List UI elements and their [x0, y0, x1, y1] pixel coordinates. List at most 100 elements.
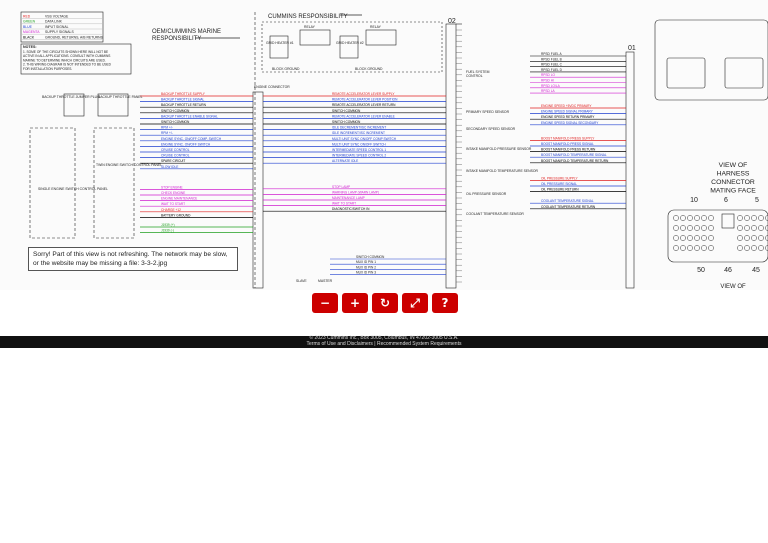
cummins-label: CUMMINS RESPONSIBILITY [268, 14, 348, 20]
footer: © 2023 Cummins Inc., Box 3005, Columbus,… [0, 335, 768, 348]
left-signal-label: BACKUP THROTTLE RETURN [161, 103, 207, 107]
mid-signal-label: REMOTE ACCELERATOR LEVER POSITION [332, 98, 398, 102]
connector-pin [701, 225, 707, 231]
mid-signal-label: INTERMEDIATE SPEED CONTROL 2 [332, 154, 386, 158]
fullscreen-button[interactable]: ⤢ [402, 293, 428, 313]
pin-number: 10 [690, 197, 698, 204]
connector-pin [680, 245, 686, 251]
connector-pin [708, 215, 714, 221]
connector-01-label: 01 [628, 45, 636, 52]
left-signal-label: BACKUP THROTTLE ENABLE SIGNAL [161, 114, 218, 118]
right-signal-label: BOOST MANIFOLD TEMPERATURE SIGNAL [541, 153, 607, 157]
mid-signal-label: MULTI UNIT SYNC ON/OFF SWITCH [332, 142, 386, 146]
right-signal-label: ENGINE SPEED SIGNAL PRIMARY [541, 110, 594, 114]
pin-number: 5 [755, 197, 759, 204]
connector-pin [765, 215, 768, 221]
heater-label: RELAY [370, 25, 382, 29]
fuel-signal-label: RPSD FUEL A [541, 52, 562, 56]
mid-signal-label: ALTERNATE IDLE [332, 159, 358, 163]
left-signal-label: BATTERY GROUND [161, 213, 191, 217]
relay-2 [365, 29, 397, 46]
mid-signal-label: DIAGNOSTIC/SWITCH IN [332, 207, 370, 211]
right-signal-label: BOOST MANIFOLD PRESS SUPPLY [541, 136, 595, 140]
left-signal-label: BACKUP THROTTLE SUPPLY [161, 92, 206, 96]
connector-pin [765, 245, 768, 251]
connector-02-label: 02 [448, 18, 456, 25]
fuel-signal-label: RPSD HI [541, 79, 554, 83]
left-signal-label: ENGINE SYNC. ON/OFF COMP. SWITCH [161, 137, 222, 141]
legend-code: BLACK [23, 35, 35, 39]
legend-desc: SUPPLY SIGNALS [45, 30, 74, 34]
requirements-link[interactable]: Recommended System Requirements [377, 340, 462, 347]
connector-pin [737, 215, 743, 221]
mid-signal-label: REMOTE ACCELERATOR LEVER ENABLE [332, 114, 395, 118]
right-signal-label: BOOST MANIFOLD PRESS RETURN [541, 148, 596, 152]
connector-pin [758, 215, 764, 221]
relay-1 [299, 29, 331, 46]
ecm-outline [654, 19, 768, 101]
switch-common-label: SWITCH COMMON [356, 255, 385, 259]
mid-signal-label: INTERMEDIATE SPEED CONTROL 1 [332, 148, 386, 152]
reset-view-button[interactable]: ↻ [372, 293, 398, 313]
fuel-signal-label: RPSD FUEL B [541, 57, 562, 61]
zoom-in-button[interactable]: + [342, 293, 368, 313]
left-signal-label: CHECK ENGINE [161, 191, 185, 195]
notes-line: 1. SOME OF THE CIRCUITS SHOWN HERE WILL … [23, 50, 108, 54]
connector-pin [701, 245, 707, 251]
fuel-signal-label: RPSD FUEL C [541, 63, 563, 67]
help-button[interactable]: ? [432, 293, 458, 313]
error-message: Sorry! Part of this view is not refreshi… [28, 247, 238, 271]
connector-pin [680, 225, 686, 231]
heater-label: BLOCK GROUND [355, 67, 383, 71]
heater-label: GRID HEATER #1 [266, 41, 294, 45]
panel-label: ENGINE CONNECTOR [254, 85, 290, 89]
heater-label: GRID HEATER #2 [336, 41, 364, 45]
connector-pin [673, 225, 679, 231]
right-signal-label: COOLANT TEMPERATURE SIGNAL [541, 199, 594, 203]
right-signal-label: ENGINE SPEED SIGNAL SECONDARY [541, 121, 599, 125]
connector-pin [708, 225, 714, 231]
left-signal-label: J1939 (+) [161, 223, 175, 227]
legend-desc: VSS VOLTAGE [45, 15, 69, 19]
left-signal-label: CRUISE CONTROL [161, 148, 190, 152]
right-signal-label: OIL PRESSURE SIGNAL [541, 182, 577, 186]
connector-pin [751, 225, 757, 231]
legend-box [20, 11, 104, 43]
connector-pin [687, 235, 693, 241]
left-signal-label: SPARE CIRCUIT [161, 159, 185, 163]
legend-desc: GROUND, RETURNS, A/B RETURNS [45, 35, 104, 39]
left-signal-label: SLOW IDLE [161, 165, 178, 169]
connector-02 [445, 23, 457, 289]
fuel-signal-label: RPSD LO/LA [541, 84, 561, 88]
mid-signal-label: SWITCH COMMON [332, 109, 361, 113]
connector-pin [737, 235, 743, 241]
panel-label: BACKUP THROTTLE JUMPER PLUG [42, 95, 100, 99]
left-signal-label: BACKUP THROTTLE SIGNAL [161, 98, 205, 102]
connector-pin [701, 215, 707, 221]
mid-signal-label: IDLE INCREMENT/ISC INCREMENT [332, 131, 385, 135]
notes-box [20, 43, 132, 75]
connector-pin [701, 235, 707, 241]
connector-pin [694, 215, 700, 221]
right-signal-label: COOLANT TEMPERATURE RETURN [541, 205, 596, 209]
right-signal-label: BOOST MANIFOLD PRESS SIGNAL [541, 142, 594, 146]
connector-pin [751, 215, 757, 221]
zoom-out-button[interactable]: − [312, 293, 338, 313]
connector-01 [625, 51, 635, 289]
single-engine-panel [29, 127, 76, 239]
right-signal-label: ENGINE SPEED +5VDC PRIMARY [541, 104, 592, 108]
left-signal-label: CHARGE +12 [161, 208, 181, 212]
master-label: MASTER [318, 279, 333, 283]
notes-line: ACTIVE IN ALL APPLICATIONS. CONSULT WITH… [23, 54, 110, 58]
mid-signal-label: MULTI UNIT SYNC ON/OFF COMP SWITCH [332, 137, 397, 141]
left-signal-label: RPM +/- [161, 126, 173, 130]
panel-label: BACKUP THROTTLE PANEL [98, 95, 143, 99]
terms-link[interactable]: Terms of Use and Disclaimers [306, 340, 373, 347]
notes-line: FOR INSTALLATION PURPOSES. [23, 67, 72, 71]
connector-pin [673, 215, 679, 221]
pin-number: 6 [724, 197, 728, 204]
mating-face-label: MATING FACE [710, 188, 756, 195]
connector-pin [708, 235, 714, 241]
connector-pin [751, 235, 757, 241]
